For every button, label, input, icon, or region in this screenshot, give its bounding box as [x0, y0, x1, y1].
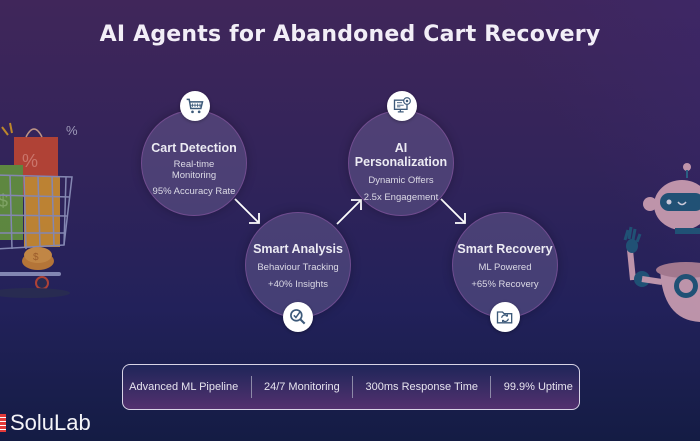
svg-text:%: % — [66, 123, 78, 138]
shopping-cart-illustration: % % $ $ — [0, 122, 78, 298]
node-ai-personalization: AI Personalization Dynamic Offers 2.5x E… — [348, 110, 454, 216]
folder-sync-icon — [490, 302, 520, 332]
node-title: Smart Analysis — [253, 242, 343, 256]
logo-mark-icon — [0, 414, 6, 432]
robot-illustration — [623, 163, 700, 322]
node-detail: Monitoring — [171, 170, 217, 181]
node-detail: Dynamic Offers — [368, 175, 434, 186]
logo-text: SoluLab — [10, 410, 91, 435]
stat-response-time: 300ms Response Time — [365, 381, 479, 393]
node-metric: 95% Accuracy Rate — [152, 186, 236, 197]
node-metric: 2.5x Engagement — [363, 192, 439, 203]
divider — [250, 376, 252, 398]
node-detail: ML Powered — [478, 262, 532, 273]
node-title: Cart Detection — [151, 141, 237, 155]
node-title: Smart Recovery — [457, 242, 553, 256]
svg-text:$: $ — [33, 252, 39, 263]
arrow-detection-to-analysis — [234, 198, 260, 224]
shopping-cart-icon — [180, 91, 210, 121]
monitor-settings-icon — [387, 91, 417, 121]
node-detail: Behaviour Tracking — [257, 262, 339, 273]
node-cart-detection: Cart Detection Real-time Monitoring 95% … — [141, 110, 247, 216]
magnifier-check-icon — [283, 302, 313, 332]
node-metric: +40% Insights — [268, 279, 328, 290]
page-title: AI Agents for Abandoned Cart Recovery — [99, 22, 601, 47]
arrow-analysis-to-personalization — [336, 199, 362, 225]
node-smart-analysis: Smart Analysis Behaviour Tracking +40% I… — [245, 212, 351, 318]
node-metric: +65% Recovery — [471, 279, 539, 290]
node-title: AI Personalization — [354, 141, 448, 169]
divider — [490, 376, 492, 398]
stats-bar: Advanced ML Pipeline 24/7 Monitoring 300… — [122, 364, 580, 410]
node-detail: Real-time — [173, 159, 215, 170]
divider — [352, 376, 354, 398]
svg-text:%: % — [22, 151, 38, 171]
stat-ml-pipeline: Advanced ML Pipeline — [129, 381, 239, 393]
stat-monitoring: 24/7 Monitoring — [263, 381, 340, 393]
arrow-personalization-to-recovery — [440, 198, 466, 224]
solulab-logo: SoluLab — [0, 410, 91, 436]
svg-text:$: $ — [0, 191, 8, 211]
stat-uptime: 99.9% Uptime — [503, 381, 573, 393]
